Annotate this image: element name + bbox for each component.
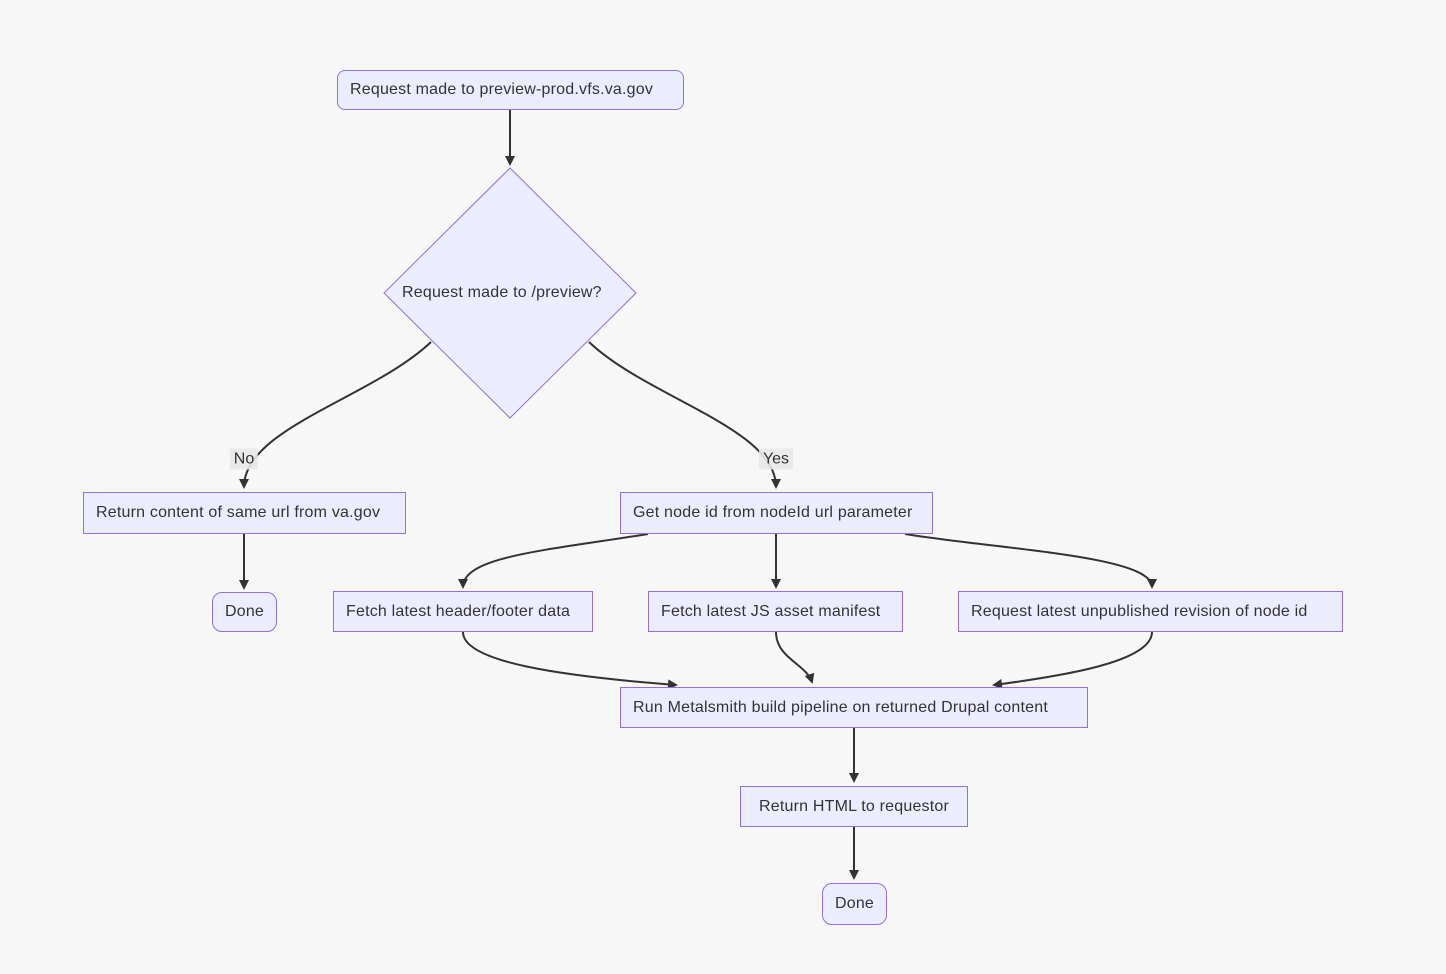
node-get-node-id: Get node id from nodeId url parameter [620,492,933,534]
node-return-html: Return HTML to requestor [740,786,968,827]
edge-label-yes: Yes [758,448,794,470]
edge-getnode-to-request-revision [904,533,1157,589]
node-run-metalsmith: Run Metalsmith build pipeline on returne… [620,687,1088,728]
node-fetch-header-footer: Fetch latest header/footer data [333,591,593,632]
edge-fetch-header-to-metalsmith [462,631,678,690]
edge-fetch-js-to-metalsmith [775,631,815,684]
node-decision-label: Request made to /preview? [402,284,602,301]
decision-diamond [383,167,637,419]
node-fetch-js-manifest: Fetch latest JS asset manifest [648,591,903,632]
edge-getnode-to-fetch-header [458,533,649,589]
node-done-right: Done [822,883,887,925]
node-request-revision: Request latest unpublished revision of n… [958,591,1343,632]
edge-decision-no [239,341,432,489]
edge-decision-yes [588,341,781,489]
edge-label-no: No [229,448,259,470]
node-done-left: Done [212,592,277,632]
node-request-start: Request made to preview-prod.vfs.va.gov [337,70,684,110]
edge-request-revision-to-metalsmith [992,631,1153,689]
node-return-content: Return content of same url from va.gov [83,492,406,534]
